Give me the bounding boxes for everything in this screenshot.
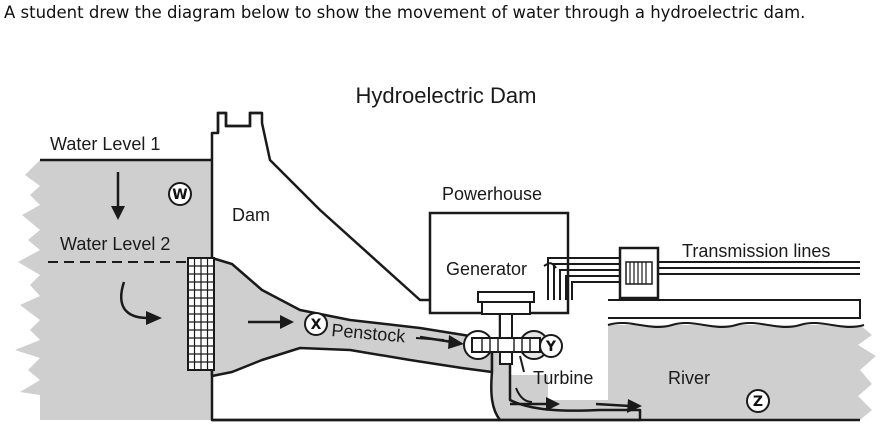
reservoir-water bbox=[15, 160, 212, 420]
marker-y: Y bbox=[539, 334, 563, 358]
turbine-pointer bbox=[519, 355, 525, 373]
power-cables bbox=[547, 257, 620, 300]
outflow-arrow-2 bbox=[595, 399, 642, 413]
marker-x-label: X bbox=[311, 317, 322, 333]
generator-pointer bbox=[543, 262, 557, 269]
generator-label: Generator bbox=[446, 259, 527, 279]
question-text: A student drew the diagram below to show… bbox=[4, 3, 806, 22]
diagram-title: Hydroelectric Dam bbox=[356, 83, 537, 108]
water-drop-arrow bbox=[111, 172, 125, 220]
marker-w: W bbox=[168, 182, 192, 206]
outflow-arrow-3 bbox=[515, 387, 533, 403]
penstock-flow-arrow bbox=[248, 315, 294, 329]
river-water bbox=[500, 325, 876, 420]
river-label: River bbox=[668, 368, 710, 388]
transmission-lines bbox=[658, 261, 860, 275]
turbine-label: Turbine bbox=[533, 368, 593, 388]
intake-arrow bbox=[120, 281, 162, 325]
dam-crest bbox=[216, 111, 262, 133]
marker-w-label: W bbox=[172, 187, 187, 203]
outflow-arrow-1 bbox=[510, 397, 560, 411]
transformer bbox=[618, 246, 660, 300]
water-level-2-label: Water Level 2 bbox=[60, 234, 170, 254]
marker-z: Z bbox=[746, 389, 770, 413]
powerhouse-label: Powerhouse bbox=[442, 184, 542, 204]
transmission-lines-label: Transmission lines bbox=[682, 241, 830, 261]
water-level-1-label: Water Level 1 bbox=[50, 134, 160, 154]
intake-grate bbox=[187, 257, 215, 371]
penstock-pointer bbox=[415, 337, 445, 341]
marker-x: X bbox=[304, 312, 328, 336]
river-bank bbox=[608, 299, 861, 319]
dam-label: Dam bbox=[232, 205, 270, 225]
river-surface bbox=[607, 321, 865, 329]
marker-z-label: Z bbox=[753, 394, 763, 410]
marker-y-label: Y bbox=[545, 339, 557, 355]
